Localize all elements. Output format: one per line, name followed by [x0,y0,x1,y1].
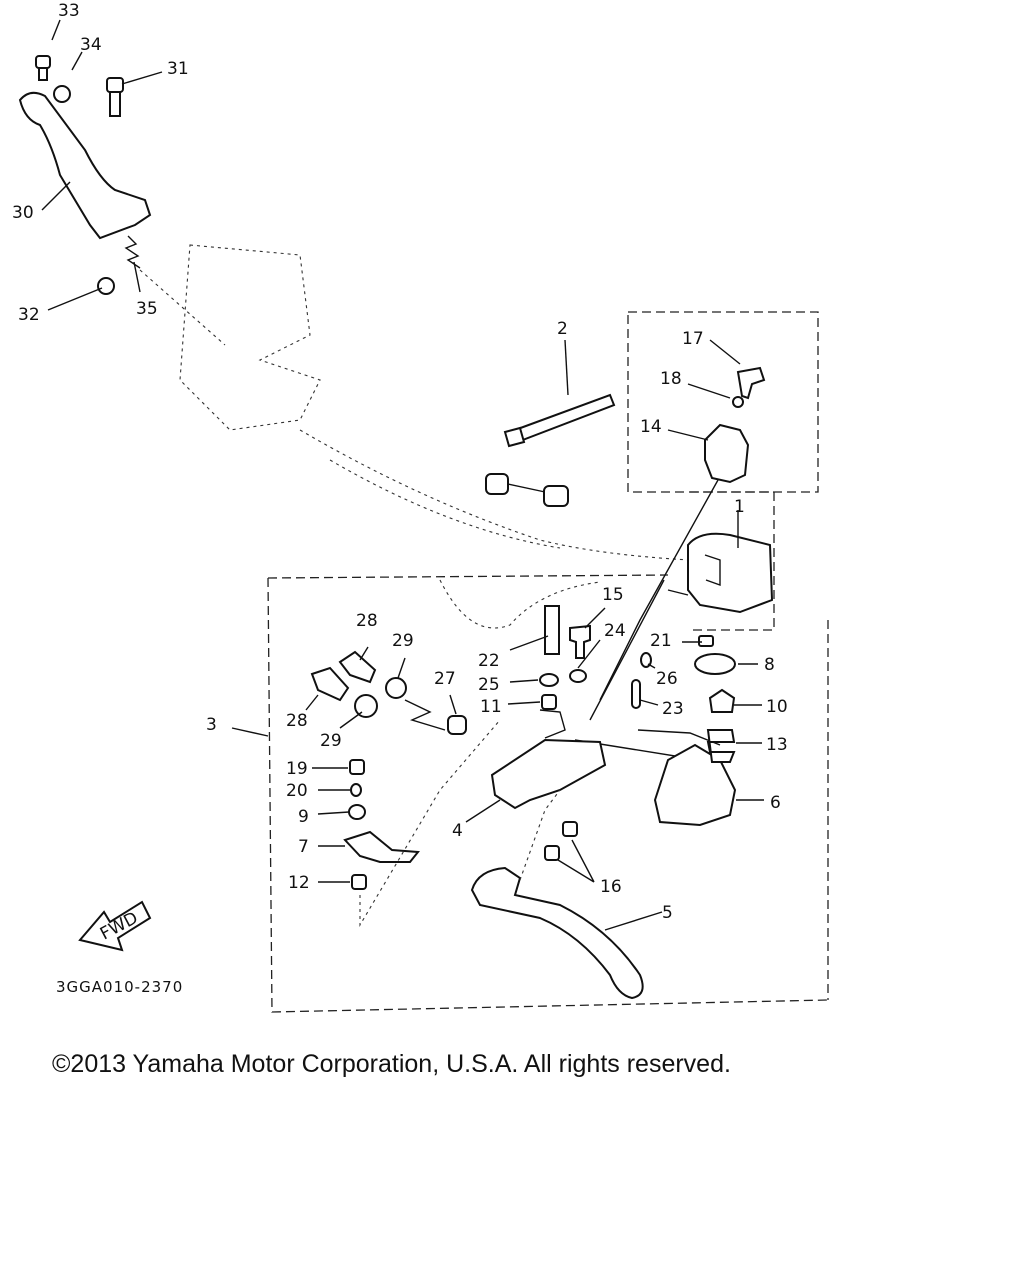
label-17: 17 [682,329,704,349]
label-11: 11 [480,697,502,717]
label-29a: 29 [392,631,414,651]
label-10: 10 [766,697,788,717]
holder-14 [704,423,750,484]
label-26: 26 [656,669,678,689]
label-32: 32 [18,305,40,325]
label-18: 18 [660,369,682,389]
parts-diagram: FWD [12,1,829,1013]
nut-32 [97,277,115,295]
collar-11 [541,694,557,710]
label-24: 24 [604,621,626,641]
label-33: 33 [58,1,80,21]
label-13: 13 [766,735,788,755]
label-12: 12 [288,873,310,893]
label-31: 31 [167,59,189,79]
label-5: 5 [662,903,673,923]
left-lever-assembly [18,55,226,346]
group-box-right-top [627,311,819,493]
washer-24 [569,669,587,683]
bolt-33-shank [38,67,48,81]
screw-21 [698,635,714,647]
label-22: 22 [478,651,500,671]
piston-10 [708,688,736,713]
label-3: 3 [206,715,217,735]
label-21: 21 [650,631,672,651]
spring-13 [706,729,736,763]
leader-lines [41,19,764,931]
label-8: 8 [764,655,775,675]
handlebar-ghost [179,244,691,629]
label-28a: 28 [356,611,378,631]
label-6: 6 [770,793,781,813]
spring-35 [124,235,141,269]
nut-29-upper [385,677,407,699]
label-27: 27 [434,669,456,689]
pin-23 [631,679,641,709]
label-2: 2 [557,319,568,339]
label-23: 23 [662,699,684,719]
lever-5 [470,866,644,1000]
lever-30 [18,91,152,240]
group-box-main [267,574,829,1013]
cap-8 [694,653,736,675]
washer-25 [539,673,559,687]
collar-9 [348,804,366,820]
cable-plugs [485,473,569,507]
washer-20 [350,783,362,797]
label-25: 25 [478,675,500,695]
group-box-switch [690,491,775,631]
bracket-7 [343,830,420,863]
nut-16-lower [544,845,560,861]
label-7: 7 [298,837,309,857]
bolt-22 [544,605,560,655]
bolt-31-shank [109,91,121,117]
label-15: 15 [602,585,624,605]
copyright-notice: ©2013 Yamaha Motor Corporation, U.S.A. A… [52,1050,731,1078]
label-28b: 28 [286,711,308,731]
nut-12 [351,874,367,890]
label-35: 35 [136,299,158,319]
label-20: 20 [286,781,308,801]
label-34: 34 [80,35,102,55]
diagram-code: 3GGA010-2370 [56,978,183,996]
fwd-arrow: FWD [78,900,152,952]
label-4: 4 [452,821,463,841]
switch-1 [687,532,774,614]
nut-29-lower [354,694,378,718]
bolt-31 [106,77,124,93]
bushing-27 [447,715,467,735]
nut-34 [53,85,71,103]
perch-4 [490,738,607,810]
label-1: 1 [734,497,745,517]
screw-19 [349,759,365,775]
bolt-28-lower [310,666,350,702]
label-19: 19 [286,759,308,779]
washer-18 [732,396,744,408]
label-29b: 29 [320,731,342,751]
label-16: 16 [600,877,622,897]
body-6 [653,743,737,827]
bolt-15 [569,624,591,659]
bolt-28-upper [338,650,377,684]
label-14: 14 [640,417,662,437]
nut-16-upper [562,821,578,837]
screw-17 [736,366,766,400]
bolt-33 [35,55,51,69]
part-labels: 33 34 31 30 32 35 2 17 18 14 1 15 24 21 … [12,1,788,996]
label-9: 9 [298,807,309,827]
strap-2 [503,393,616,448]
label-30: 30 [12,203,34,223]
